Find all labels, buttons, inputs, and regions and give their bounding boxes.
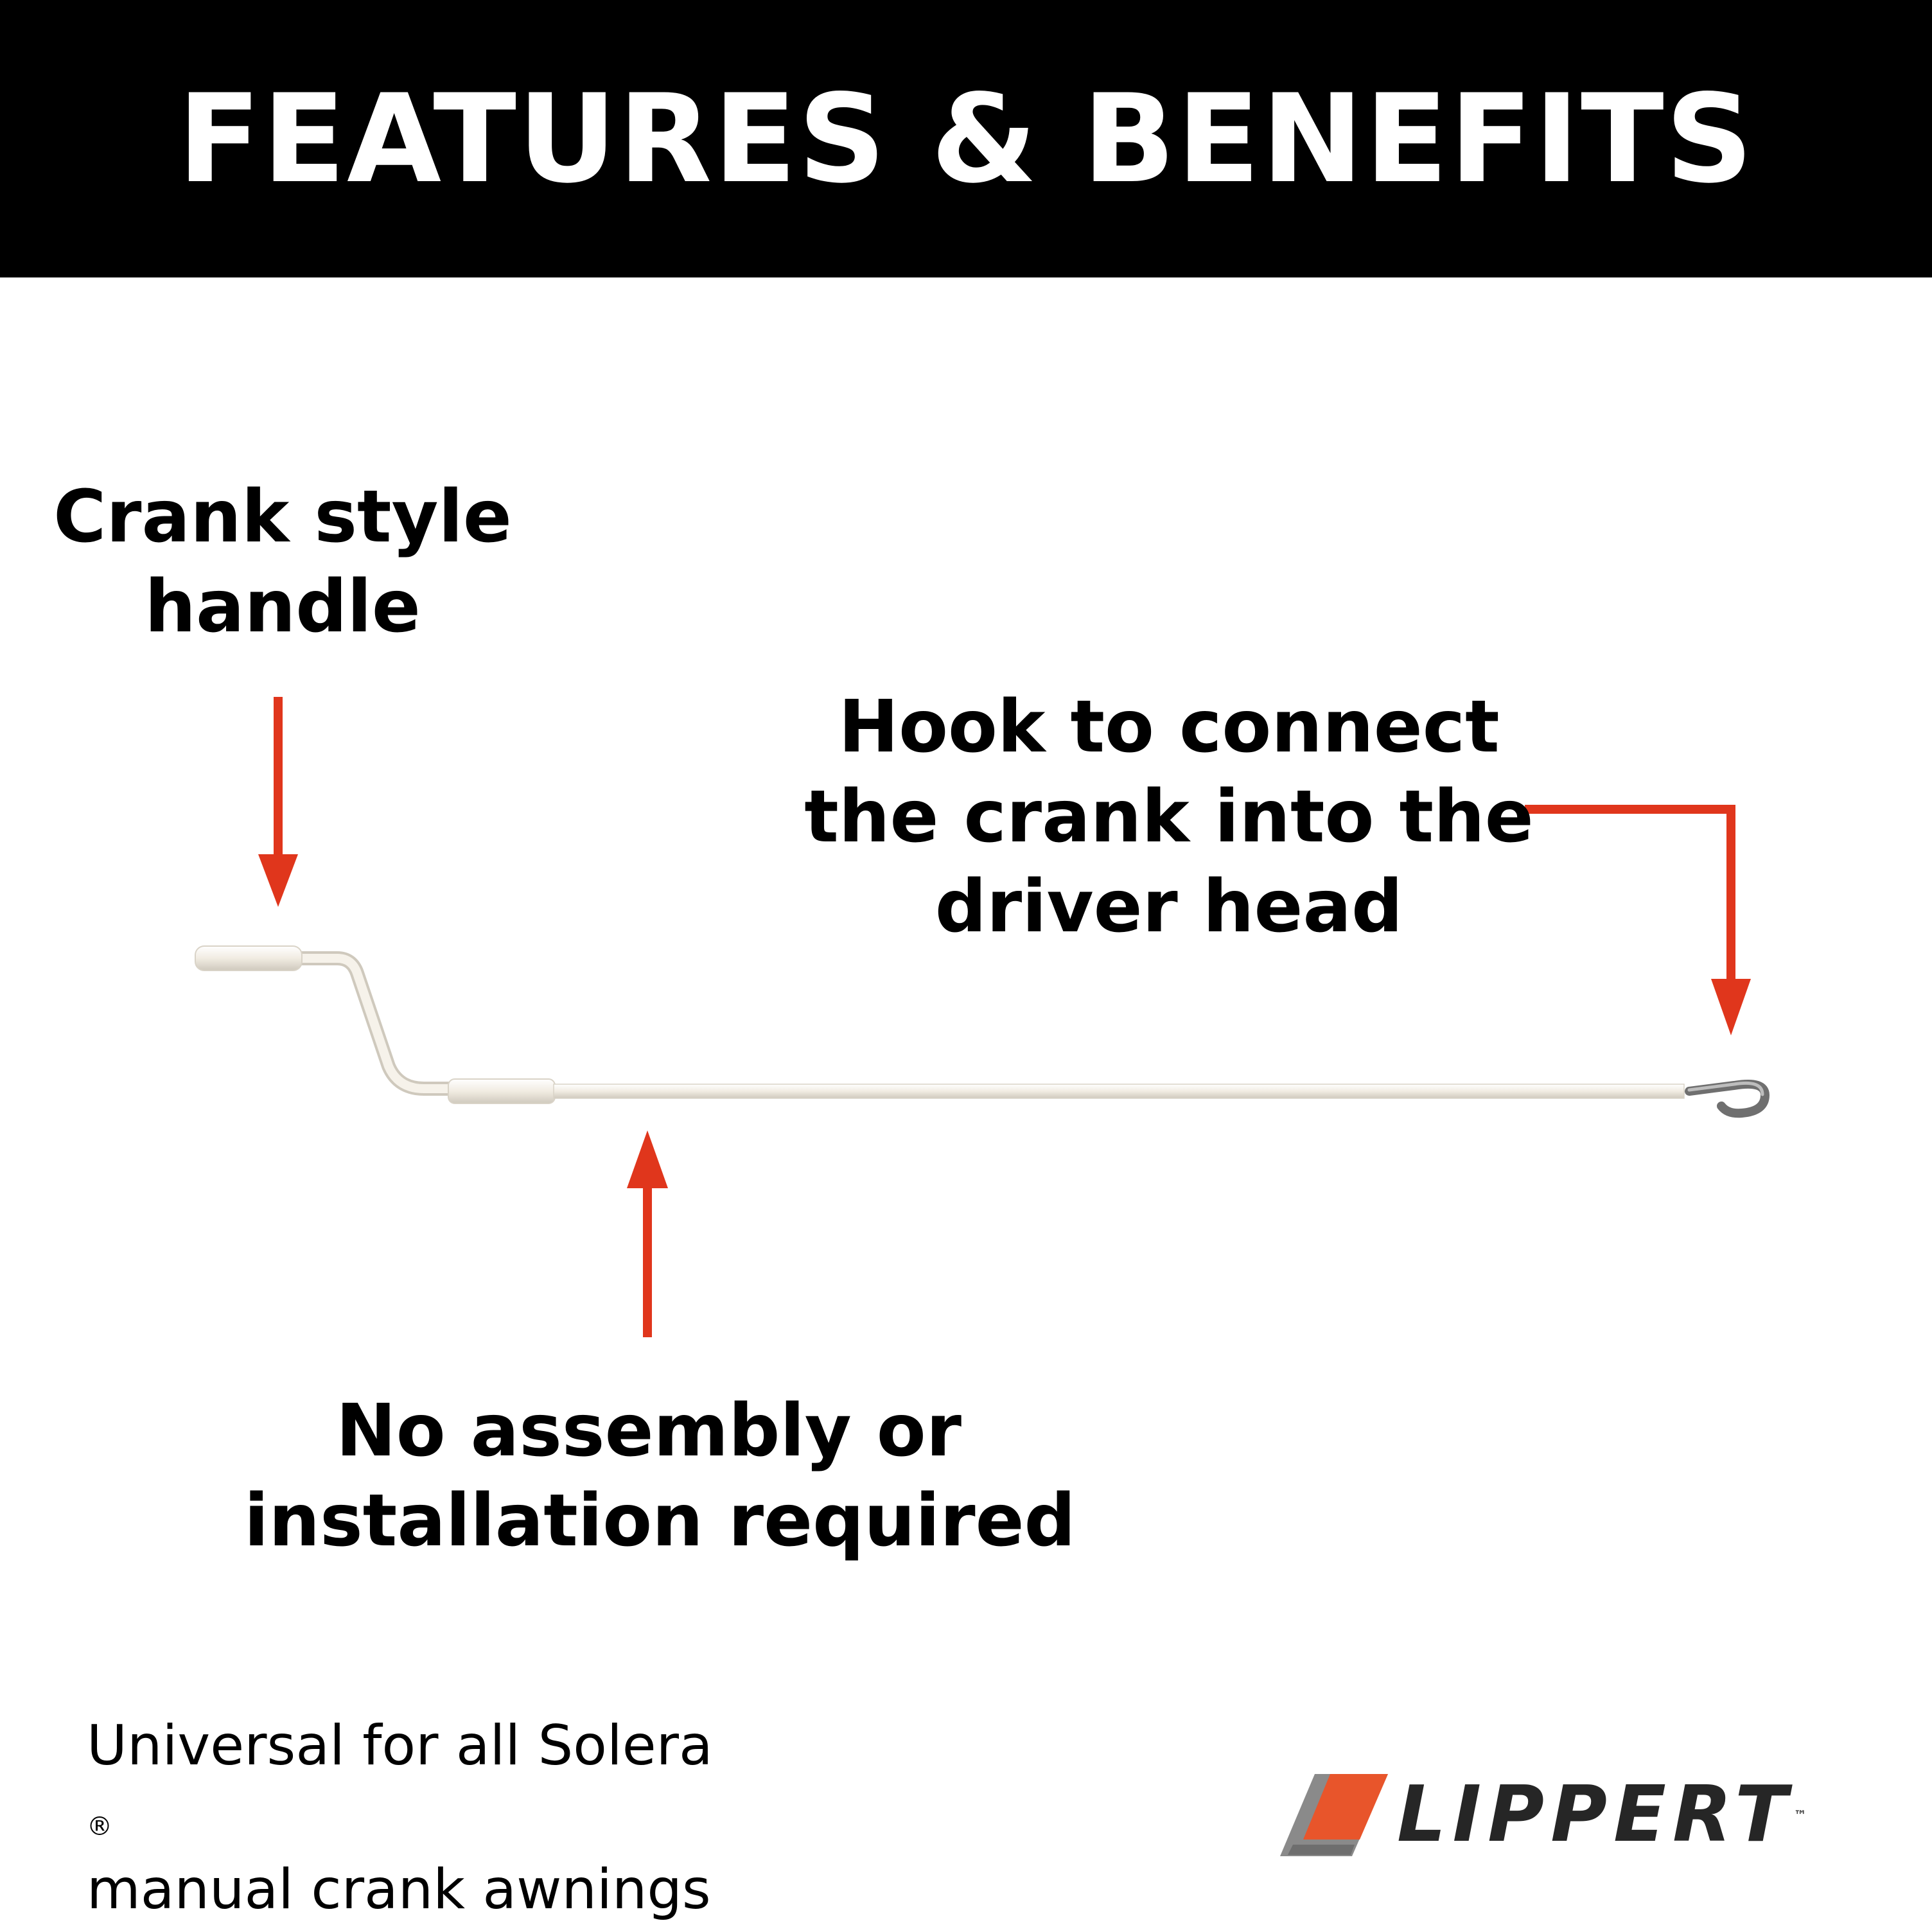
callout-hook: Hook to connect the crank into the drive…	[796, 682, 1541, 952]
lippert-logo: LIPPERT™	[1275, 1765, 1853, 1868]
compatibility-note: Universal for all Solera® manual crank a…	[87, 1710, 713, 1926]
arrow-up-icon	[627, 1130, 668, 1337]
callout-crank-handle: Crank style handle	[26, 472, 540, 652]
callout-line: the crank into the	[804, 775, 1534, 859]
trademark-mark: ™	[1793, 1807, 1807, 1823]
logo-wordmark: LIPPERT™	[1397, 1770, 1807, 1859]
callout-line: No assembly or	[336, 1389, 962, 1473]
registered-mark: ®	[87, 1812, 112, 1841]
lippert-logo-icon	[1280, 1774, 1388, 1856]
callout-line: installation required	[244, 1479, 1076, 1563]
page-title: FEATURES & BENEFITS	[177, 67, 1755, 210]
header-banner: FEATURES & BENEFITS	[0, 0, 1932, 277]
callout-line: handle	[145, 565, 421, 649]
arrow-down-icon	[258, 697, 298, 907]
handle-grip	[195, 945, 303, 971]
footnote-line-1: Universal for all Solera®	[87, 1710, 713, 1854]
footnote-line-2: manual crank awnings	[87, 1857, 711, 1922]
callout-no-assembly: No assembly or installation required	[244, 1386, 1076, 1566]
arrow-elbow-down-icon	[1525, 805, 1751, 1035]
callout-line: driver head	[935, 865, 1403, 949]
callout-line: Crank style	[53, 475, 512, 559]
callout-line: Hook to connect	[838, 685, 1500, 769]
